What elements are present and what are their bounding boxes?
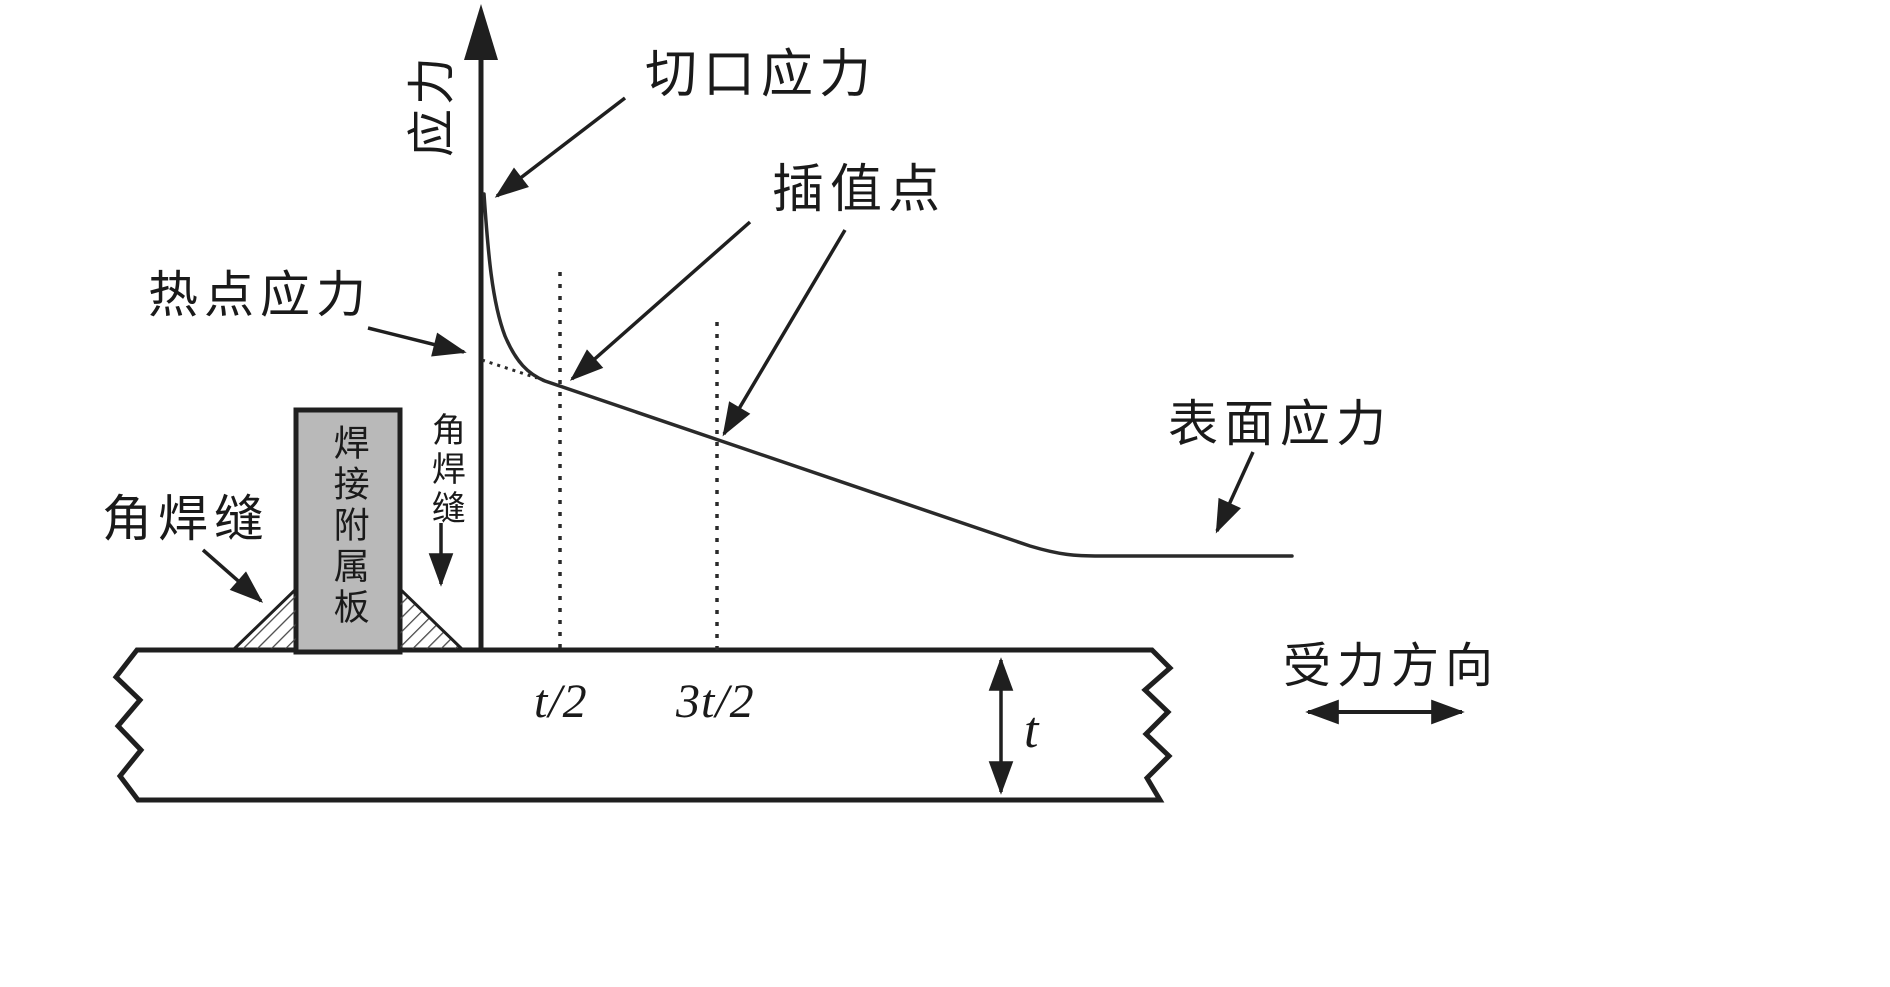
thickness-label: t (1024, 702, 1040, 759)
fillet-weld-left-label: 角焊缝 (102, 491, 270, 547)
load-direction-label: 受力方向 (1283, 640, 1500, 693)
fillet-weld-left-arrow (201, 548, 264, 603)
attachment-plate (293, 407, 403, 655)
hotspot-arrow (367, 326, 467, 357)
attachment-plate-label: 焊接附属板 (328, 424, 369, 629)
fillet-weld-vertical-label: 角焊缝 (426, 412, 464, 529)
y-axis-arrowhead (464, 4, 498, 60)
base-plate (112, 647, 1174, 803)
fillet-weld-right (397, 584, 467, 652)
notch-stress-arrow (494, 96, 627, 198)
surface-stress-label: 表面应力 (1168, 396, 1392, 452)
interpolation-point-label: 插值点 (772, 162, 947, 219)
hotspot-extrapolation-dotted-line (481, 358, 538, 380)
interpolation-arrow-2 (722, 229, 847, 437)
interpolation-arrow-1 (569, 220, 752, 381)
surface-stress-arrow (1215, 451, 1255, 534)
fillet-weld-left (229, 584, 299, 652)
t-half-label: t/2 (534, 675, 588, 728)
notch-stress-label: 切口应力 (645, 47, 878, 104)
y-axis-label: 应力 (406, 53, 459, 158)
hot-spot-stress-label: 热点应力 (148, 267, 372, 323)
stress-curve (482, 192, 1294, 558)
three-t-half-label: 3t/2 (676, 675, 755, 728)
